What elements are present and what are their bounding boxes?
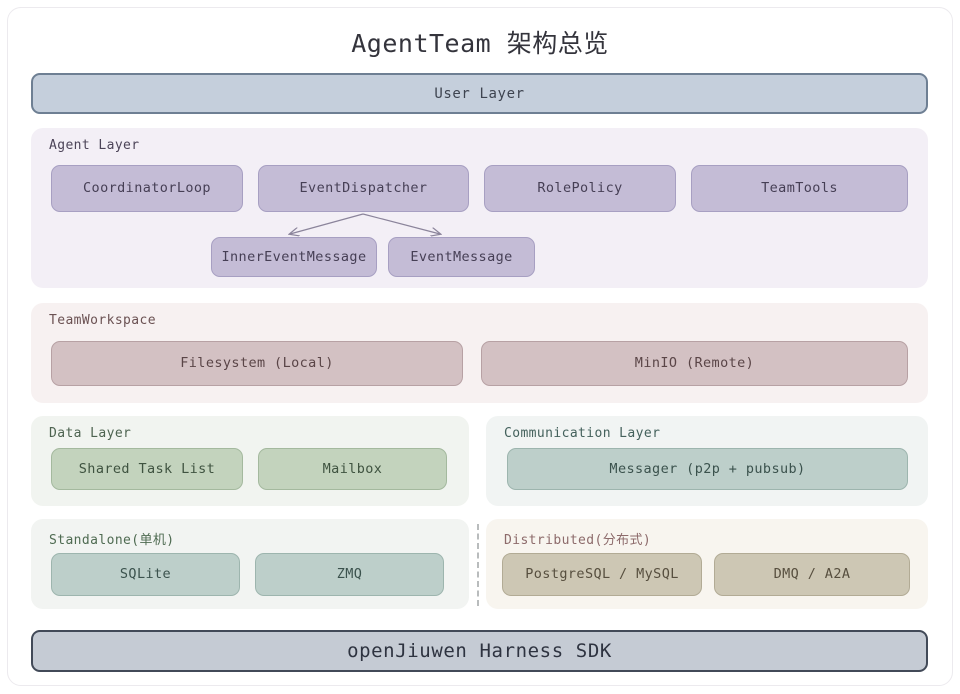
node-team-tools[interactable]: TeamTools (691, 165, 908, 212)
node-event-message[interactable]: EventMessage (388, 237, 535, 277)
group-communication-layer-title: Communication Layer (504, 426, 661, 441)
band-sdk-layer[interactable]: openJiuwen Harness SDK (31, 630, 928, 672)
band-user-layer[interactable]: User Layer (31, 73, 928, 114)
group-distributed-title: Distributed(分布式) (504, 533, 652, 548)
node-dmq-a2a[interactable]: DMQ / A2A (714, 553, 910, 596)
node-role-policy[interactable]: RolePolicy (484, 165, 676, 212)
group-agent-layer-title: Agent Layer (49, 138, 140, 153)
node-mailbox[interactable]: Mailbox (258, 448, 447, 490)
node-inner-event-message[interactable]: InnerEventMessage (211, 237, 377, 277)
node-zmq[interactable]: ZMQ (255, 553, 444, 596)
standalone-distributed-divider (477, 524, 479, 606)
band-sdk-layer-label: openJiuwen Harness SDK (347, 640, 612, 662)
node-sqlite[interactable]: SQLite (51, 553, 240, 596)
group-standalone-title: Standalone(单机) (49, 533, 175, 548)
node-minio-remote[interactable]: MinIO (Remote) (481, 341, 908, 386)
node-messager[interactable]: Messager (p2p + pubsub) (507, 448, 908, 490)
node-filesystem-local[interactable]: Filesystem (Local) (51, 341, 463, 386)
node-event-dispatcher[interactable]: EventDispatcher (258, 165, 469, 212)
group-data-layer-title: Data Layer (49, 426, 132, 441)
node-coordinator-loop[interactable]: CoordinatorLoop (51, 165, 243, 212)
group-team-workspace-title: TeamWorkspace (49, 313, 156, 328)
band-user-layer-label: User Layer (434, 85, 525, 102)
node-postgresql-mysql[interactable]: PostgreSQL / MySQL (502, 553, 702, 596)
node-shared-task-list[interactable]: Shared Task List (51, 448, 243, 490)
page-title: AgentTeam 架构总览 (351, 29, 609, 58)
